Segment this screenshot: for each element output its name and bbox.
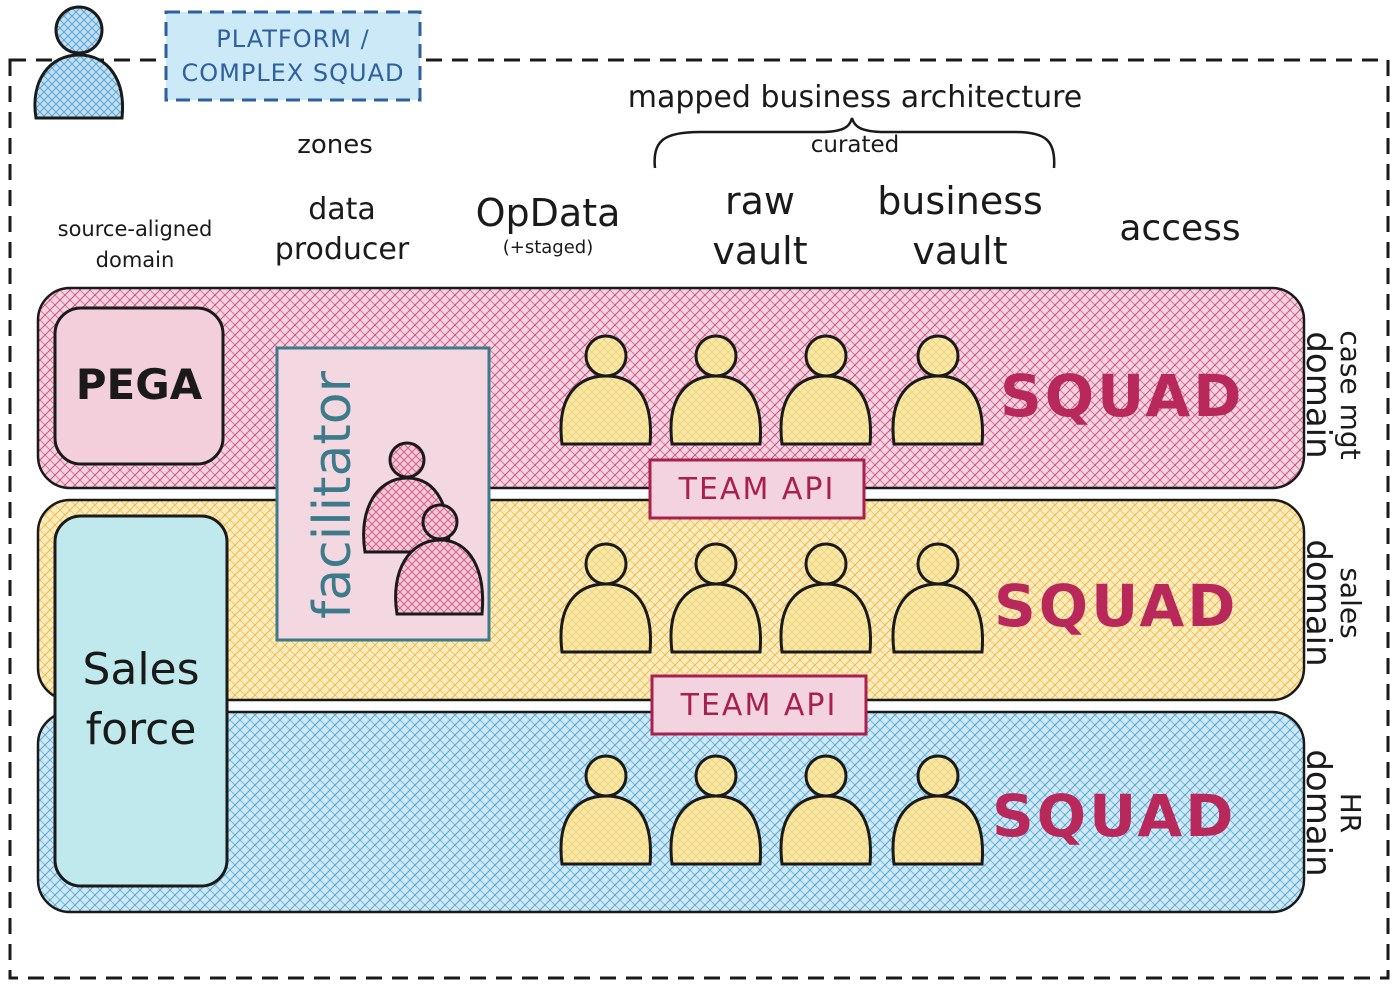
platform-person-icon (33, 5, 125, 120)
salesforce-line1: Sales (82, 644, 200, 695)
source-aligned-line2: domain (95, 248, 175, 272)
team-api-label-1: TEAM API (678, 472, 836, 507)
facilitator-label: facilitator (303, 371, 363, 619)
data-producer-line1: data (308, 192, 376, 227)
salesforce-line2: force (85, 704, 197, 755)
zones-header: zones (297, 130, 373, 160)
hr-domain-label: HR domain (1298, 748, 1367, 878)
squad-member-icon (669, 754, 763, 866)
sales-line1: sales (1334, 567, 1367, 639)
business-vault-line1: business (877, 179, 1043, 223)
salesforce-box (53, 514, 229, 888)
salesforce-label: Sales force (55, 640, 227, 760)
raw-vault-line1: raw (725, 179, 795, 223)
platform-label: PLATFORM / COMPLEX SQUAD (166, 22, 420, 90)
raw-vault-header: raw vault (680, 176, 840, 276)
pega-label: PEGA (75, 360, 203, 409)
squad-member-icon (669, 542, 763, 654)
curated-brace (653, 117, 1056, 169)
squad-member-icon (779, 542, 873, 654)
squad-member-icon (559, 334, 653, 446)
squad-member-icon (779, 754, 873, 866)
access-header: access (1119, 208, 1241, 249)
squad-label-hr: SQUAD (992, 782, 1237, 850)
squad-label-case-mgt: SQUAD (1000, 362, 1245, 430)
squad-member-icon (779, 334, 873, 446)
platform-boundary (8, 58, 1390, 980)
squad-member-icon (891, 754, 985, 866)
opdata-header: OpData (+staged) (450, 190, 646, 260)
squad-member-icon (559, 754, 653, 866)
squad-member-icon (891, 334, 985, 446)
case-mgt-domain-label: case mgt domain (1298, 310, 1367, 480)
hr-line2: domain (1298, 749, 1338, 877)
data-producer-line2: producer (274, 232, 410, 267)
squad-member-icon (891, 542, 985, 654)
hr-line1: HR (1334, 792, 1367, 834)
platform-label-box (164, 10, 422, 102)
mapped-business-architecture-header: mapped business architecture (627, 80, 1083, 115)
team-api-box-1 (648, 458, 866, 520)
squad-member-icon (669, 334, 763, 446)
sales-domain-label: sales domain (1298, 538, 1367, 668)
business-vault-line2: vault (912, 229, 1008, 273)
case-mgt-line1: case mgt (1334, 330, 1367, 460)
sales-line2: domain (1298, 539, 1338, 667)
opdata-sub: (+staged) (502, 237, 594, 258)
raw-vault-line2: vault (712, 229, 808, 273)
curated-header: curated (810, 132, 900, 158)
squad-member-icon (559, 542, 653, 654)
platform-label-line2: COMPLEX SQUAD (181, 59, 405, 87)
platform-label-line1: PLATFORM / (216, 25, 370, 53)
team-api-box-2 (650, 674, 868, 736)
data-producer-header: data producer (262, 190, 422, 270)
source-aligned-domain-header: source-aligned domain (40, 214, 230, 276)
source-aligned-line1: source-aligned (57, 217, 213, 241)
case-mgt-line2: domain (1298, 331, 1338, 459)
business-vault-header: business vault (860, 176, 1060, 276)
squad-label-sales: SQUAD (994, 572, 1239, 640)
team-api-label-2: TEAM API (680, 688, 838, 723)
opdata-main: OpData (475, 191, 621, 235)
pega-box (53, 306, 225, 466)
facilitator-person-icon (394, 503, 485, 616)
